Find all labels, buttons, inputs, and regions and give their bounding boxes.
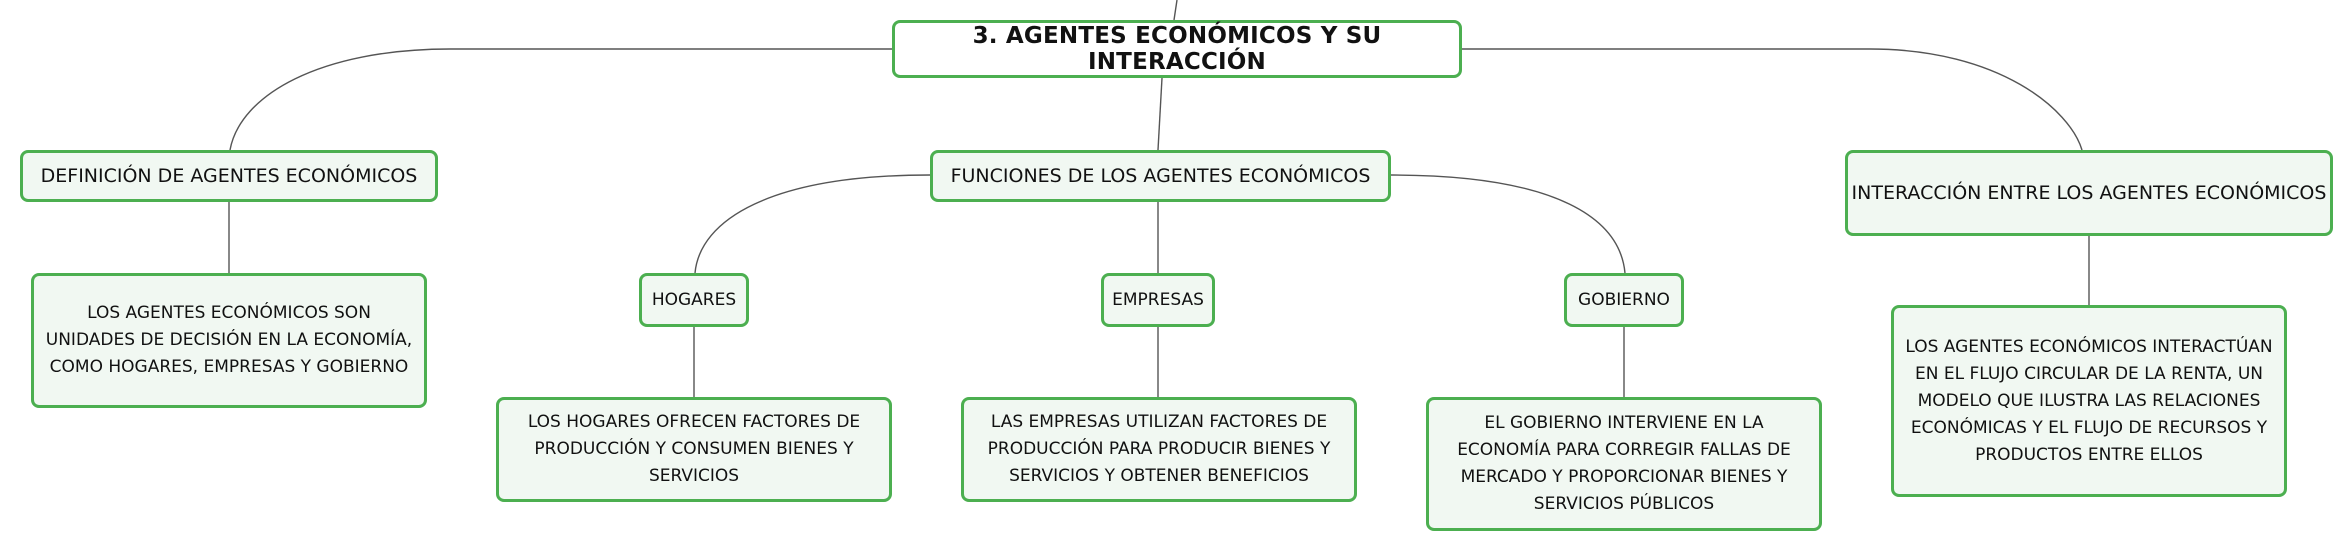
connector-functions-to-gobierno [1390,174,1626,274]
connector-functions-to-hogares [694,174,931,274]
gobierno-node[interactable]: GOBIERNO [1564,273,1684,327]
root-topic-label: 3. AGENTES ECONÓMICOS Y SU INTERACCIÓN [972,23,1382,75]
hogares-text: LOS HOGARES OFRECEN FACTORES DE PRODUCCI… [527,412,861,486]
connector-root-to-functions [1157,77,1163,151]
definition-node-label: DEFINICIÓN DE AGENTES ECONÓMICOS [40,165,418,187]
gobierno-node-label: GOBIERNO [1578,290,1670,310]
connector-root-incoming [1173,0,1178,21]
definition-node[interactable]: DEFINICIÓN DE AGENTES ECONÓMICOS [20,150,438,202]
interaction-text: LOS AGENTES ECONÓMICOS INTERACTÚAN EN EL… [1905,336,2273,465]
interaction-node[interactable]: INTERACCIÓN ENTRE LOS AGENTES ECONÓMICOS [1845,150,2333,236]
definition-text: LOS AGENTES ECONÓMICOS SON UNIDADES DE D… [45,303,413,377]
connector-root-to-interaction [1462,48,2083,151]
root-topic[interactable]: 3. AGENTES ECONÓMICOS Y SU INTERACCIÓN [892,20,1462,78]
functions-node[interactable]: FUNCIONES DE LOS AGENTES ECONÓMICOS [930,150,1391,202]
functions-node-label: FUNCIONES DE LOS AGENTES ECONÓMICOS [950,165,1371,187]
connector-root-to-definition [229,48,892,151]
empresas-text-node[interactable]: LAS EMPRESAS UTILIZAN FACTORES DE PRODUC… [961,397,1357,502]
hogares-text-node[interactable]: LOS HOGARES OFRECEN FACTORES DE PRODUCCI… [496,397,892,502]
empresas-node-label: EMPRESAS [1112,290,1204,310]
gobierno-text: EL GOBIERNO INTERVIENE EN LA ECONOMÍA PA… [1457,413,1791,514]
interaction-text-node[interactable]: LOS AGENTES ECONÓMICOS INTERACTÚAN EN EL… [1891,305,2287,497]
interaction-node-label: INTERACCIÓN ENTRE LOS AGENTES ECONÓMICOS [1851,182,2327,204]
gobierno-text-node[interactable]: EL GOBIERNO INTERVIENE EN LA ECONOMÍA PA… [1426,397,1822,531]
hogares-node-label: HOGARES [651,290,737,310]
definition-text-node[interactable]: LOS AGENTES ECONÓMICOS SON UNIDADES DE D… [31,273,427,408]
hogares-node[interactable]: HOGARES [639,273,749,327]
empresas-text: LAS EMPRESAS UTILIZAN FACTORES DE PRODUC… [987,412,1331,486]
empresas-node[interactable]: EMPRESAS [1101,273,1215,327]
